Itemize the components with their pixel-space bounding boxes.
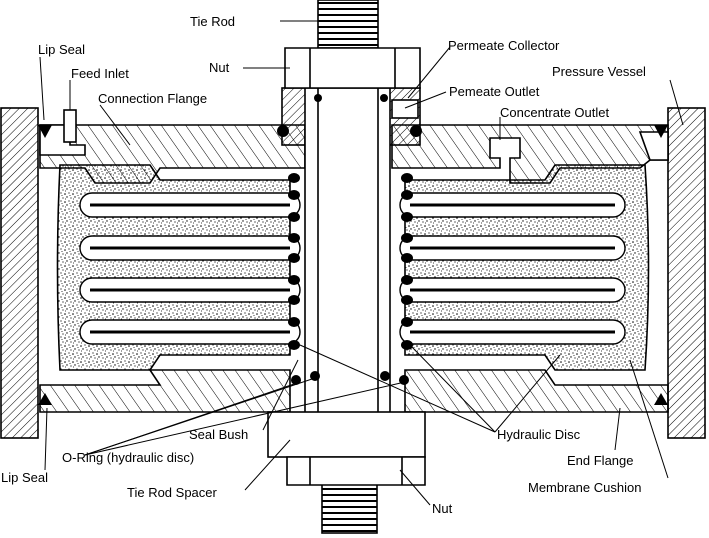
o-ring [401,275,413,285]
nut-bottom [286,456,426,486]
nut-top [284,47,421,89]
o-ring [401,295,413,305]
label-end-flange: End Flange [567,453,634,468]
label-o-ring: O-Ring (hydraulic disc) [62,450,194,465]
o-ring [401,233,413,243]
label-permeate-collector: Permeate Collector [448,38,560,53]
o-ring [401,317,413,327]
o-ring [288,190,300,200]
label-concentrate-outlet: Concentrate Outlet [500,105,610,120]
seal-bush-o-ring [380,371,390,381]
membrane-plates [79,192,626,345]
o-ring [288,275,300,285]
label-tie-rod: Tie Rod [190,14,235,29]
end-flange [39,369,669,413]
label-seal-bush: Seal Bush [189,427,248,442]
label-nut-bottom: Nut [432,501,453,516]
label-permeate-outlet: Pemeate Outlet [449,84,540,99]
tie-rod-spacer [267,411,426,458]
o-ring [288,212,300,222]
lip-seals [38,125,668,405]
label-pressure-vessel: Pressure Vessel [552,64,646,79]
tie-rod [304,0,391,534]
o-ring [288,173,300,183]
label-hydraulic-disc: Hydraulic Disc [497,427,581,442]
o-rings [277,94,422,385]
o-ring [401,173,413,183]
o-ring [288,317,300,327]
o-ring [401,253,413,263]
o-ring [401,340,413,350]
label-connection-flange: Connection Flange [98,91,207,106]
connection-flange [39,109,669,184]
o-ring [401,190,413,200]
o-ring [401,212,413,222]
label-feed-inlet: Feed Inlet [71,66,129,81]
o-ring [288,233,300,243]
o-ring [288,253,300,263]
o-ring [288,295,300,305]
pressure-vessel [0,107,706,439]
o-ring [288,340,300,350]
label-tie-rod-spacer: Tie Rod Spacer [127,485,218,500]
label-membrane-cushion: Membrane Cushion [528,480,641,495]
label-nut-top: Nut [209,60,230,75]
label-lip-seal-bottom: Lip Seal [1,470,48,485]
label-lip-seal-top: Lip Seal [38,42,85,57]
leader-lines [39,20,684,506]
